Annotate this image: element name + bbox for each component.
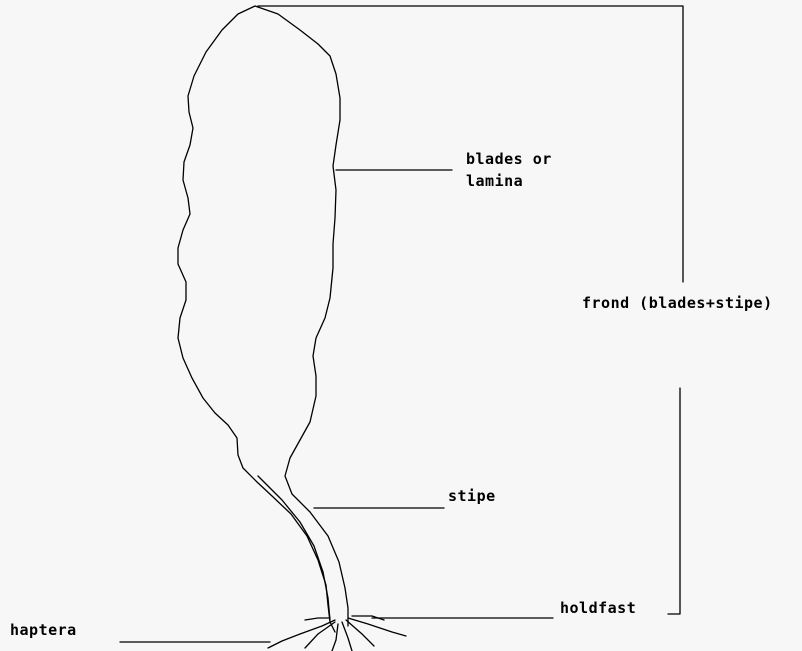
blades-label-line1: blades or xyxy=(466,148,552,170)
blades-label-line2: lamina xyxy=(466,170,552,192)
frond-bracket-lower xyxy=(668,388,680,614)
blade-outline xyxy=(178,6,348,632)
haptera-label: haptera xyxy=(10,619,77,641)
stipe-midline xyxy=(258,476,330,620)
haptera-roots xyxy=(268,616,406,651)
stipe-label: stipe xyxy=(448,485,496,507)
frond-label: frond (blades+stipe) xyxy=(582,292,773,314)
holdfast-label: holdfast xyxy=(560,597,636,619)
blades-label: blades or lamina xyxy=(466,148,552,192)
